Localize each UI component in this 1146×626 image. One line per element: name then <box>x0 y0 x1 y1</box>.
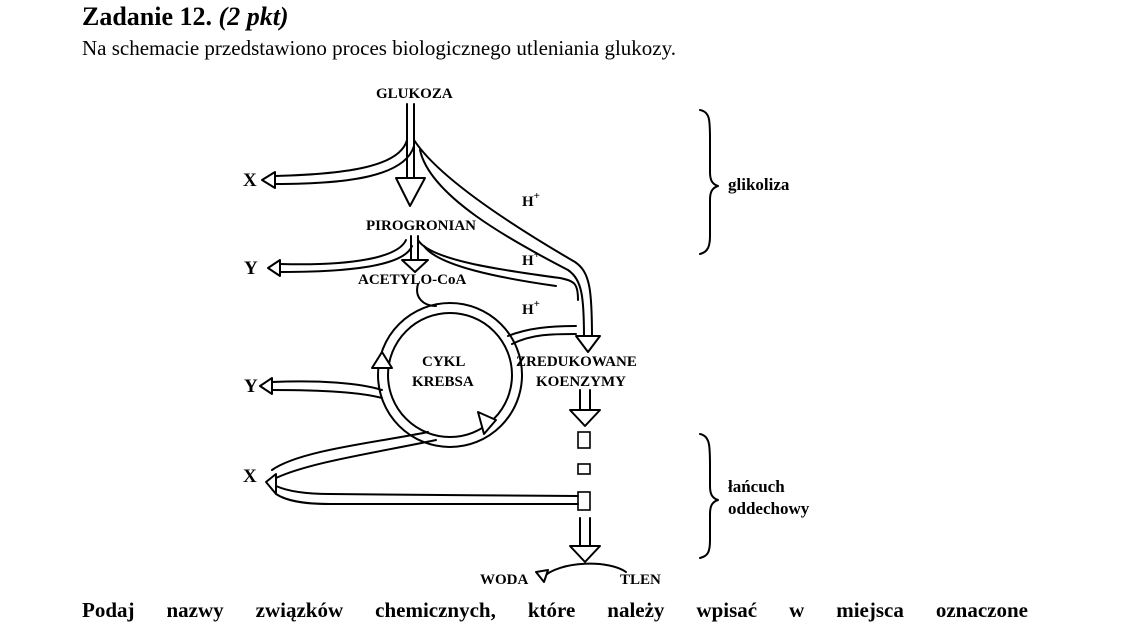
flow-x2-top <box>271 431 437 479</box>
flow-y2 <box>271 380 383 399</box>
krebs-inner-ring <box>387 312 513 438</box>
flow-h1-inner <box>419 149 585 339</box>
flow-main-glukoza <box>406 103 415 179</box>
label-h-plus-3: H+ <box>522 298 540 318</box>
krebs-arrow-right <box>477 411 497 435</box>
label-oddechowy: oddechowy <box>728 499 810 518</box>
chain-block-2 <box>577 463 591 475</box>
label-h-plus-1: H+ <box>522 190 540 210</box>
arrowhead-pirogronian <box>395 177 426 207</box>
bracket-lancuch <box>699 433 719 559</box>
label-cykl: CYKL <box>422 354 465 370</box>
arrowhead-x2 <box>265 473 277 495</box>
flow-y1-outer <box>279 239 407 266</box>
chain-block-1 <box>577 431 591 449</box>
chain-stem <box>579 389 591 411</box>
label-glikoliza: glikoliza <box>728 175 790 194</box>
arrowhead-x1 <box>261 171 276 189</box>
bracket-glikoliza <box>699 109 719 255</box>
chain-to-oxygen <box>579 517 591 547</box>
label-koenzymy: KOENZYMY <box>536 374 626 390</box>
label-y-upper: Y <box>244 258 258 279</box>
arrowhead-acetylo <box>401 259 429 273</box>
arrowhead-oxygen <box>569 545 601 563</box>
label-tlen: TLEN <box>620 572 661 588</box>
flow-h1-outer <box>413 139 593 339</box>
label-pirogronian: PIROGRONIAN <box>366 218 476 234</box>
label-y-lower: Y <box>244 376 258 397</box>
flow-y1-inner <box>279 245 413 273</box>
flow-x2-bottom <box>275 485 579 505</box>
label-x-upper: X <box>243 170 257 191</box>
label-zredukowane: ZREDUKOWANE <box>516 354 637 370</box>
flow-h2-outer <box>417 239 579 301</box>
label-glukoza: GLUKOZA <box>376 86 453 102</box>
task-points: (2 pkt) <box>218 2 289 31</box>
arrowhead-woda <box>535 569 549 583</box>
arrowhead-y2 <box>259 377 273 395</box>
label-lancuch: łańcuch <box>728 477 785 496</box>
flow-h2-inner <box>423 245 557 287</box>
label-h-plus-2: H+ <box>522 249 540 269</box>
krebs-outer-ring <box>377 302 523 448</box>
chain-block-3 <box>577 491 591 511</box>
task-intro: Na schemacie przedstawiono proces biolog… <box>82 36 677 60</box>
label-woda: WODA <box>480 572 529 588</box>
label-acetylo-coa: ACETYLO-CoA <box>358 272 467 288</box>
task-heading: Zadanie 12. (2 pkt) <box>82 2 289 32</box>
label-krebsa: KREBSA <box>412 374 474 390</box>
task-title: Zadanie 12. <box>82 2 213 31</box>
flow-x1-outer <box>274 139 408 177</box>
arrowhead-y1 <box>267 259 281 277</box>
krebs-arrow-left <box>371 351 393 369</box>
arrowhead-chain <box>569 409 601 427</box>
flow-woda-tlen <box>541 562 627 579</box>
label-x-lower: X <box>243 466 257 487</box>
flow-x1-inner <box>274 145 415 185</box>
arrowhead-koenzymy <box>575 335 601 353</box>
flow-h3 <box>507 325 577 345</box>
task-question: Podaj nazwy związków chemicznych, które … <box>82 598 1028 622</box>
